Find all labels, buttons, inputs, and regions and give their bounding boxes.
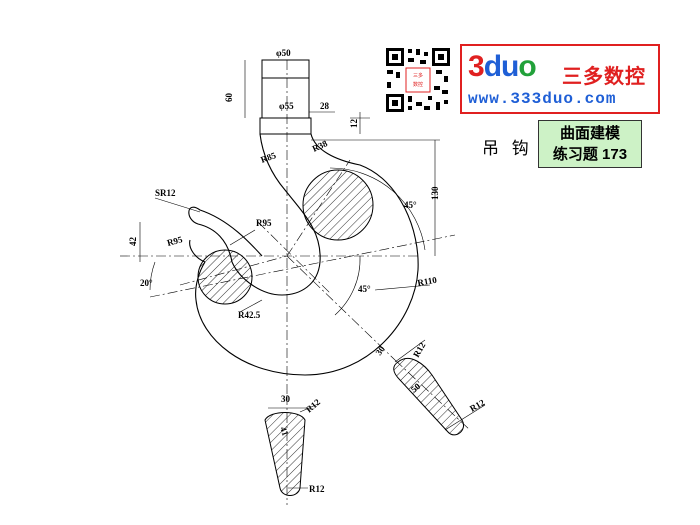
dimension-lines — [139, 59, 486, 489]
dimension-texts: φ50 φ55 60 28 12 R38 R85 130 45° SR12 R9… — [128, 48, 487, 494]
part-name: 吊 钩 — [482, 139, 533, 158]
dim-r12-bottom-top: R12 — [304, 397, 323, 415]
brand-name: 三多数控 — [562, 66, 646, 88]
shank — [259, 59, 312, 135]
dim-130: 130 — [430, 186, 440, 200]
dim-20: 20° — [140, 278, 153, 288]
dim-r42-5: R42.5 — [238, 310, 261, 320]
dim-r95-mid: R95 — [256, 218, 272, 228]
qr-caption-1: 三多 — [413, 72, 423, 79]
dim-30-bottom: 30 — [281, 394, 291, 404]
dim-41: 41 — [278, 425, 291, 437]
dim-45-top: 45° — [404, 200, 417, 210]
dim-r95-left: R95 — [166, 234, 184, 248]
brand-logo: 3duo 三多数控 www.333duo.com — [460, 44, 660, 114]
brand-mark: 3duo — [468, 50, 537, 83]
hook-outline — [188, 133, 419, 376]
dim-r12-right-top: R12 — [411, 340, 428, 359]
dim-r110: R110 — [417, 275, 438, 288]
dim-r12-right-bottom: R12 — [468, 397, 487, 414]
exercise-title-box: 曲面建模 练习题 173 — [538, 120, 642, 168]
dim-45-mid: 45° — [358, 284, 371, 294]
dim-r85: R85 — [259, 150, 277, 165]
sections — [197, 169, 464, 496]
dim-phi50: φ50 — [276, 48, 291, 58]
qr-caption-2: 数控 — [413, 81, 423, 88]
qr-code: 三多 数控 — [384, 46, 452, 114]
brand-url: www.333duo.com — [468, 90, 617, 108]
dim-60: 60 — [224, 93, 234, 103]
dim-28: 28 — [320, 101, 330, 111]
dim-phi55: φ55 — [279, 101, 294, 111]
exercise-title-line2: 练习题 173 — [552, 146, 628, 163]
dim-r12-bottom: R12 — [309, 484, 325, 494]
dim-sr12: SR12 — [155, 188, 176, 198]
dim-12: 12 — [349, 119, 359, 129]
exercise-title-line1: 曲面建模 — [559, 125, 620, 142]
dim-42: 42 — [128, 237, 138, 247]
dim-30-right: 30 — [373, 344, 387, 358]
